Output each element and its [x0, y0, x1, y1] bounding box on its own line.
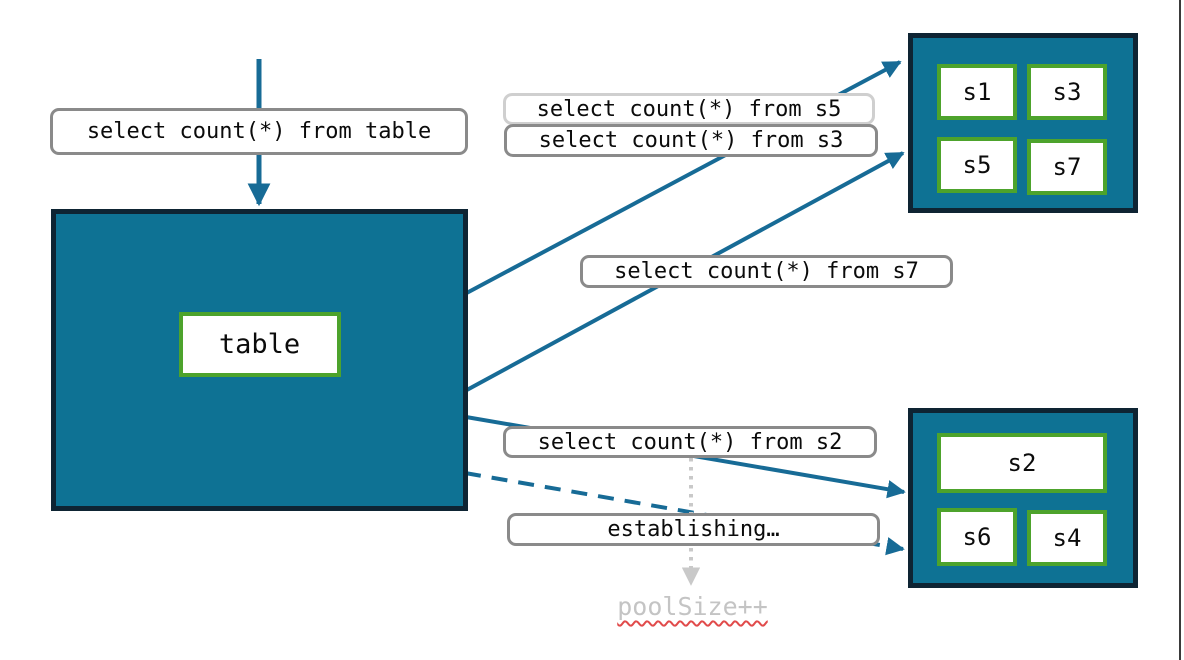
shard-s6: s6 [937, 508, 1017, 566]
shard-s5: s5 [937, 137, 1017, 193]
shard-s1-text: s1 [962, 78, 992, 106]
pill-query-s5: select count(*) from s5 [503, 93, 875, 125]
shard-group-bottom: s2 s6 s4 [908, 408, 1138, 588]
shard-s7-text: s7 [1052, 153, 1082, 181]
shard-s4: s4 [1027, 510, 1107, 566]
table-node: table [51, 209, 468, 511]
shard-s5-text: s5 [962, 151, 992, 179]
poolsize-label: poolSize++ [600, 592, 785, 621]
pill-query-s7: select count(*) from s7 [580, 255, 953, 288]
pill-query-s3-text: select count(*) from s3 [538, 128, 844, 153]
pill-query-s3: select count(*) from s3 [504, 124, 878, 157]
shard-s4-text: s4 [1052, 524, 1082, 552]
pill-query-s2: select count(*) from s2 [503, 426, 877, 458]
table-label: table [178, 312, 341, 377]
arrow-table-to-bottom-shards-establishing [464, 471, 905, 556]
shard-s3: s3 [1027, 64, 1107, 120]
shard-s3-text: s3 [1052, 78, 1082, 106]
pill-query-s7-text: select count(*) from s7 [614, 259, 919, 284]
shard-s2-text: s2 [1007, 449, 1037, 477]
pill-query-table-text: select count(*) from table [86, 119, 432, 144]
slide-edge-line [1179, 0, 1181, 660]
pill-query-s5-text: select count(*) from s5 [536, 96, 842, 122]
shard-s1: s1 [937, 64, 1017, 120]
pill-establishing: establishing… [507, 513, 880, 546]
pill-query-s2-text: select count(*) from s2 [537, 429, 843, 455]
shard-s7: s7 [1027, 139, 1107, 195]
shard-group-top: s1 s3 s5 s7 [908, 33, 1138, 213]
pill-establishing-text: establishing… [607, 517, 780, 542]
shard-s6-text: s6 [962, 523, 992, 551]
poolsize-label-text: poolSize++ [617, 592, 768, 621]
pill-query-table: select count(*) from table [50, 108, 468, 155]
table-label-text: table [218, 329, 301, 360]
shard-s2: s2 [937, 433, 1107, 493]
